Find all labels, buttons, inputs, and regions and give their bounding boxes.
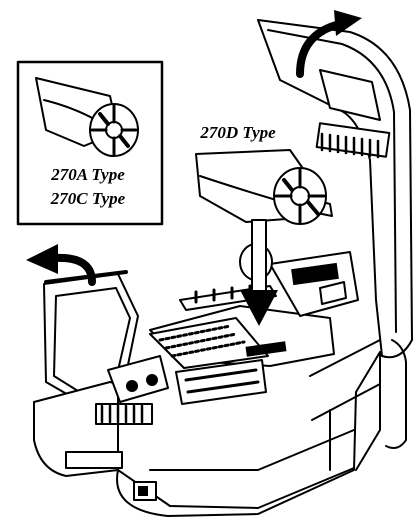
printer-rear-edge (385, 339, 407, 449)
cutter-teeth (320, 132, 380, 159)
insert-arrow-head (240, 290, 278, 326)
rear-cover-arrow-head (334, 10, 362, 36)
gear-dot-2 (146, 374, 158, 386)
front-cover-arrow-shaft (50, 253, 96, 286)
inset-label-270c: 270C Type (50, 189, 126, 208)
rear-cover-arrow-shaft (296, 20, 344, 78)
platen-roller-ribs (194, 284, 252, 304)
inset-box: 270A Type 270C Type (16, 60, 164, 226)
print-mechanism (107, 243, 359, 405)
printer-base-left (33, 401, 119, 477)
printer-base-ledge (149, 429, 355, 471)
paper-exit-slot (65, 451, 123, 469)
paper-holder-bar (291, 262, 339, 286)
inset-roll-hatch (98, 112, 130, 148)
roll-spokes (274, 168, 326, 224)
inset-label-270a: 270A Type (50, 165, 125, 184)
print-head-pins (158, 324, 246, 358)
rear-cover-window (319, 69, 381, 121)
roll-hatch (282, 178, 320, 216)
ribbon-guide (107, 355, 169, 403)
label-270d: 270D Type (199, 123, 276, 142)
rear-cover-inner-edge (267, 29, 397, 333)
power-switch-toggle (138, 486, 148, 496)
paper-guide-slot (245, 341, 287, 357)
inset-roll-spokes (90, 104, 138, 156)
mechanism-lower-lines (184, 368, 260, 394)
printer-body (33, 339, 407, 517)
paper-roll-270d: 270D Type (195, 123, 327, 225)
insert-arrow (240, 219, 278, 326)
insert-arrow-shaft (251, 219, 267, 293)
paper-holder-clip (319, 281, 347, 305)
front-cover-arrow-head (26, 244, 58, 274)
inset-paper-fold (43, 99, 97, 121)
printer-side-lines (309, 339, 381, 471)
printer-vent (95, 403, 153, 425)
gear-dot-1 (126, 380, 138, 392)
printer-vent-slats (100, 404, 144, 424)
front-cover-edge (44, 270, 128, 284)
